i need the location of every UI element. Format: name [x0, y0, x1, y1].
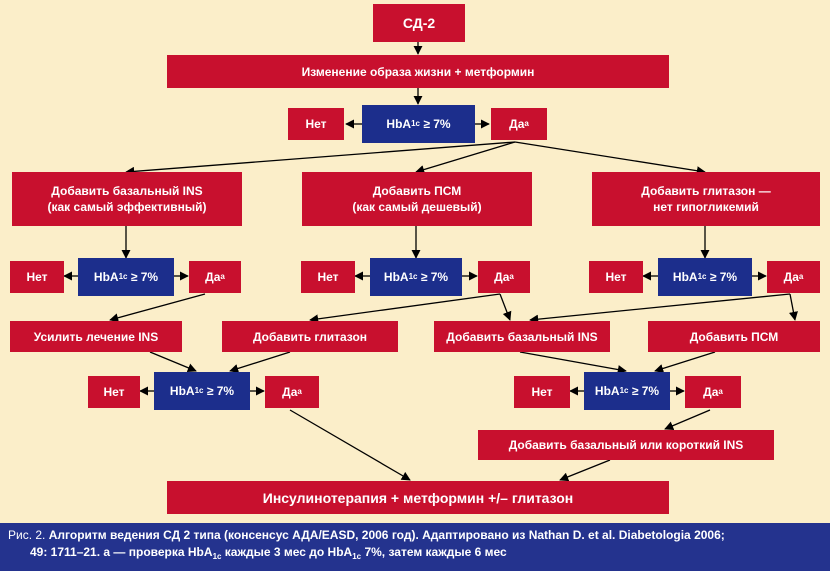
hba-cond: ≥ 7% [130, 270, 159, 284]
caption-text-2a: 49: 1711–21. а — проверка HbA [30, 545, 213, 559]
node-add-glitazone: Добавить глитазон [222, 321, 398, 352]
col-left-line1: Добавить базальный INS [51, 184, 203, 198]
hba-sub: 1c [411, 119, 420, 128]
yes-mark: а [718, 387, 723, 396]
hba-sub: 1c [194, 386, 204, 395]
node-add-basal-ins: Добавить базальный INS [434, 321, 610, 352]
node-no-2-mid: Нет [301, 261, 355, 293]
node-no-1: Нет [288, 108, 344, 140]
yes-mark: а [220, 272, 225, 281]
caption-prefix: Рис. 2. [8, 528, 46, 542]
caption-line1: Рис. 2. Алгоритм ведения СД 2 типа (конс… [8, 527, 824, 544]
hba-label: HbA [169, 384, 195, 398]
hba-cond: ≥ 7% [631, 384, 660, 398]
hba-label: HbA [594, 384, 620, 398]
yes-label: Да [509, 117, 525, 131]
hba-cond: ≥ 7% [709, 270, 738, 284]
hba-sub: 1c [408, 272, 418, 281]
col-mid-line2: (как самый дешевый) [352, 200, 482, 214]
node-no-3-right: Нет [514, 376, 570, 408]
node-add-psm-cheapest: Добавить ПСМ (как самый дешевый) [302, 172, 532, 226]
caption-text-2b: каждые 3 мес до HbA [221, 545, 353, 559]
yes-label: Да [282, 385, 298, 399]
hba-sub: 1c [118, 272, 128, 281]
hba-cond: ≥ 7% [423, 117, 451, 131]
hba-cond: ≥ 7% [206, 384, 235, 398]
caption-sub-1: 1c [212, 552, 222, 561]
col-right-line2: нет гипогликемий [653, 200, 759, 214]
caption-sub-2: 1c [352, 552, 362, 561]
col-mid-line1: Добавить ПСМ [372, 184, 462, 198]
node-add-basal-or-short-ins: Добавить базальный или короткий INS [478, 430, 774, 460]
caption-line2: 49: 1711–21. а — проверка HbA1c каждые 3… [8, 544, 824, 565]
hba-sub: 1c [619, 386, 629, 395]
node-no-2-right: Нет [589, 261, 643, 293]
node-intensify-ins: Усилить лечение INS [10, 321, 182, 352]
node-no-2-left: Нет [10, 261, 64, 293]
yes-mark: а [297, 387, 302, 396]
node-add-basal-ins-effective: Добавить базальный INS (как самый эффект… [12, 172, 242, 226]
node-add-glitazone-no-hypo: Добавить глитазон — нет гипогликемий [592, 172, 820, 226]
col-right-line1: Добавить глитазон — [641, 184, 771, 198]
caption-text-1: Алгоритм ведения СД 2 типа (консенсус АД… [48, 528, 725, 542]
figure-caption: Рис. 2. Алгоритм ведения СД 2 типа (конс… [0, 523, 830, 571]
node-dm2: СД-2 [373, 4, 465, 42]
yes-label: Да [494, 270, 510, 284]
node-add-psm: Добавить ПСМ [648, 321, 820, 352]
hba-cond: ≥ 7% [420, 270, 449, 284]
col-left-line2: (как самый эффективный) [47, 200, 207, 214]
hba-label: HbA [383, 270, 409, 284]
yes-label: Да [703, 385, 719, 399]
yes-label: Да [205, 270, 221, 284]
hba-label: HbA [672, 270, 698, 284]
yes-mark: а [798, 272, 804, 281]
node-no-3-left: Нет [88, 376, 140, 408]
hba-label: HbA [386, 117, 412, 131]
yes-mark: а [524, 119, 529, 128]
hba-sub: 1c [697, 272, 707, 281]
node-lifestyle-metformin: Изменение образа жизни + метформин [167, 55, 669, 88]
node-final-insulin-therapy: Инсулинотерапия + метформин +/– глитазон [167, 481, 669, 514]
hba-label: HbA [93, 270, 119, 284]
yes-label: Да [783, 270, 799, 284]
caption-text-2c: 7%, затем каждые 6 мес [361, 545, 507, 559]
yes-mark: а [509, 272, 514, 281]
